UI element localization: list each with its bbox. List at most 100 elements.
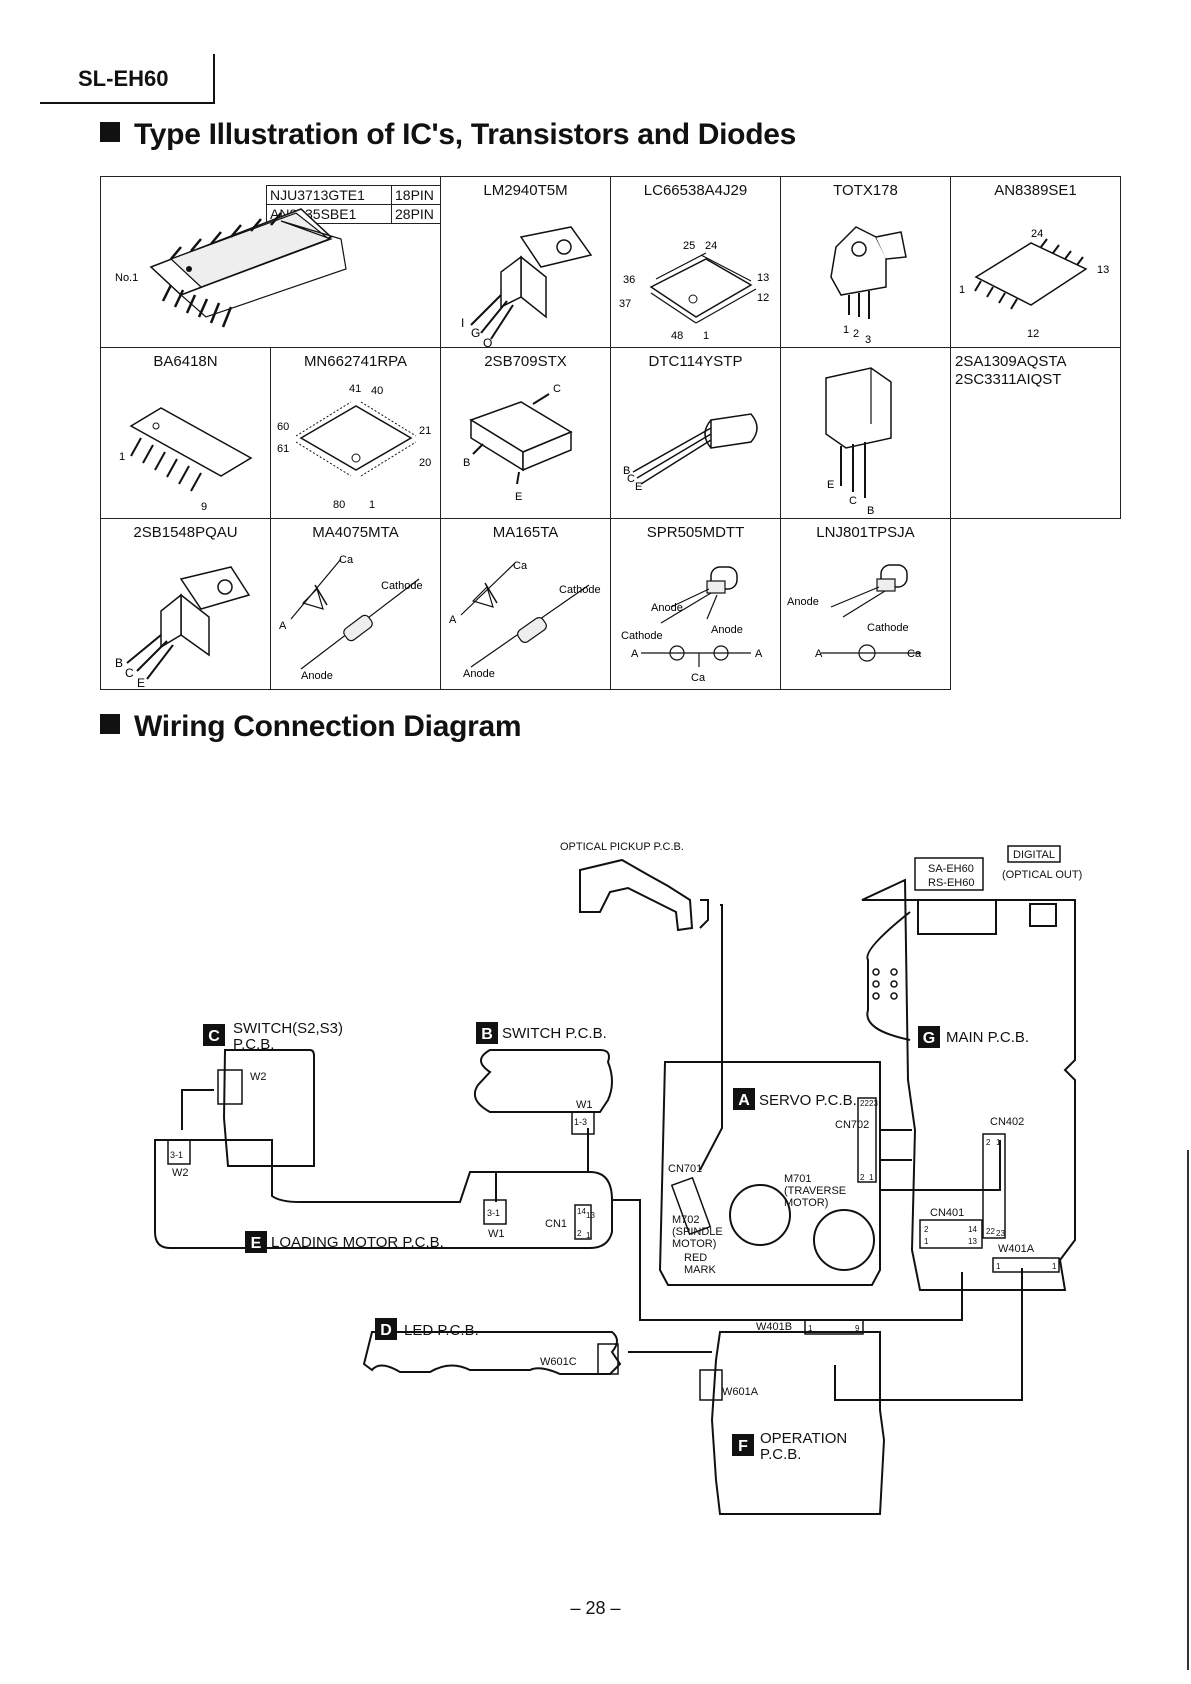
m702-label: M702 [672,1214,700,1226]
main-pcb-outline [861,878,1076,1291]
part-name: DTC114YSTP [648,353,743,370]
cn402-label: CN402 [990,1116,1024,1128]
svg-text:21: 21 [419,425,431,437]
cell-lc66538a4j29: LC66538A4J29 25 24 36 13 37 12 48 1 [610,176,781,348]
board-f-name2: P.C.B. [760,1446,801,1463]
cell-ma165ta: MA165TA Ca Cathode A Anode [440,518,611,690]
svg-text:2: 2 [924,1225,929,1234]
cn1-label: CN1 [545,1218,567,1230]
svg-text:B: B [623,465,630,477]
red-mark-label-2: MARK [684,1264,716,1276]
svg-text:1: 1 [1052,1262,1057,1271]
led-pcb-outline [362,1331,622,1375]
optical-out-label: (OPTICAL OUT) [1002,869,1082,881]
part-name: MA4075MTA [312,524,399,541]
scan-edge-line [1187,1150,1189,1670]
switch-pcb-outline [474,1049,613,1113]
section-heading-type-illustration: Type Illustration of IC's, Transistors a… [100,118,796,152]
svg-text:A: A [738,1092,750,1109]
svg-text:B: B [481,1026,493,1043]
svg-text:22: 22 [986,1227,995,1236]
part-name: TOTX178 [833,182,898,199]
board-c-name2: P.C.B. [233,1036,274,1053]
board-badges: C B A G E D F [203,1022,940,1456]
part-name: SPR505MDTT [646,524,745,541]
svg-text:A: A [631,648,639,660]
cell-ba6418n: BA6418N 1 9 [100,347,271,519]
part-name: BA6418N [153,353,218,370]
svg-text:Cathode: Cathode [559,584,601,596]
svg-text:Anode: Anode [463,668,495,680]
svg-text:2: 2 [577,1229,582,1238]
svg-text:9: 9 [201,501,207,513]
cell-lm2940t5m: LM2940T5M I G O [440,176,611,349]
part-name: MN662741RPA [303,353,408,370]
board-d-name: LED P.C.B. [404,1322,479,1339]
optical-transmitter-illustration: 1 2 3 [830,226,907,346]
svg-text:41: 41 [349,383,361,395]
svg-text:1: 1 [369,499,375,511]
svg-text:1: 1 [924,1237,929,1246]
svg-text:Ca: Ca [907,648,922,660]
w2-label: W2 [250,1071,267,1083]
m702-label-3: MOTOR) [672,1238,716,1250]
cell-spr505mdtt: SPR505MDTT Anode Cathode Anode A A Ca [610,518,781,690]
svg-text:C: C [849,495,857,507]
cell-an8389se1: AN8389SE1 24 13 1 12 [950,176,1121,348]
board-f-name: OPERATION [760,1430,847,1447]
cell-mn662741rpa: MN662741RPA 41 40 60 21 61 20 80 1 [270,347,441,519]
svg-text:F: F [738,1438,748,1455]
svg-text:1: 1 [586,1231,591,1240]
part-name-list: 2SA1309AQSTA 2SC3311AIQST [955,353,1066,389]
svg-text:13: 13 [1097,264,1109,276]
model-tag-divider [213,54,215,102]
svg-text:14: 14 [968,1225,977,1234]
model-tag: SL-EH60 [40,54,215,104]
svg-text:E: E [251,1235,262,1252]
part-name: 2SB709STX [484,353,567,370]
svg-text:23: 23 [869,1099,878,1108]
svg-text:C: C [553,383,561,395]
bullet-square-icon [100,714,120,734]
svg-text:B: B [867,505,874,517]
switch-s2s3-pcb-outline [222,1049,315,1167]
sop-ic-illustration: No.1 [115,208,347,328]
svg-text:Cathode: Cathode [867,622,909,634]
optical-pickup-label: OPTICAL PICKUP P.C.B. [560,841,684,853]
part-name: AN8389SE1 [994,182,1077,199]
section-title: Type Illustration of IC's, Transistors a… [134,118,796,151]
cell-2sb1548pqau: 2SB1548PQAU B C E [100,518,271,690]
svg-text:1: 1 [808,1324,813,1333]
svg-text:B: B [115,656,123,670]
svg-text:13: 13 [757,272,769,284]
svg-text:24: 24 [705,240,717,252]
svg-text:9: 9 [855,1324,860,1333]
svg-text:25: 25 [683,240,695,252]
part-name: 2SC3311AIQST [955,371,1062,388]
svg-text:80: 80 [333,499,345,511]
cn401-label: CN401 [930,1207,964,1219]
svg-text:1: 1 [703,330,709,342]
svg-text:Ca: Ca [513,560,528,572]
svg-text:12: 12 [1027,328,1039,340]
pin-count: 18PIN [395,187,434,203]
svg-text:1: 1 [843,324,849,336]
part-name: 2SA1309AQSTA [955,353,1067,370]
svg-text:C: C [208,1028,220,1045]
board-c-name: SWITCH(S2,S3) [233,1020,343,1037]
part-name: LC66538A4J29 [643,182,748,199]
svg-text:E: E [137,676,145,690]
svg-text:13: 13 [968,1237,977,1246]
svg-text:A: A [449,614,457,626]
svg-text:12: 12 [757,292,769,304]
digital-label: DIGITAL [1013,849,1055,861]
led-illustration: Anode Cathode A Ca [787,564,922,662]
svg-text:I: I [461,316,464,330]
model-number: SL-EH60 [78,66,169,91]
w401a-label: W401A [998,1243,1035,1255]
svg-text:Anode: Anode [787,596,819,608]
sip9-ic-illustration: 1 9 [119,407,253,513]
m701-label: M701 [784,1173,812,1185]
pin-1-label: No.1 [115,272,138,284]
